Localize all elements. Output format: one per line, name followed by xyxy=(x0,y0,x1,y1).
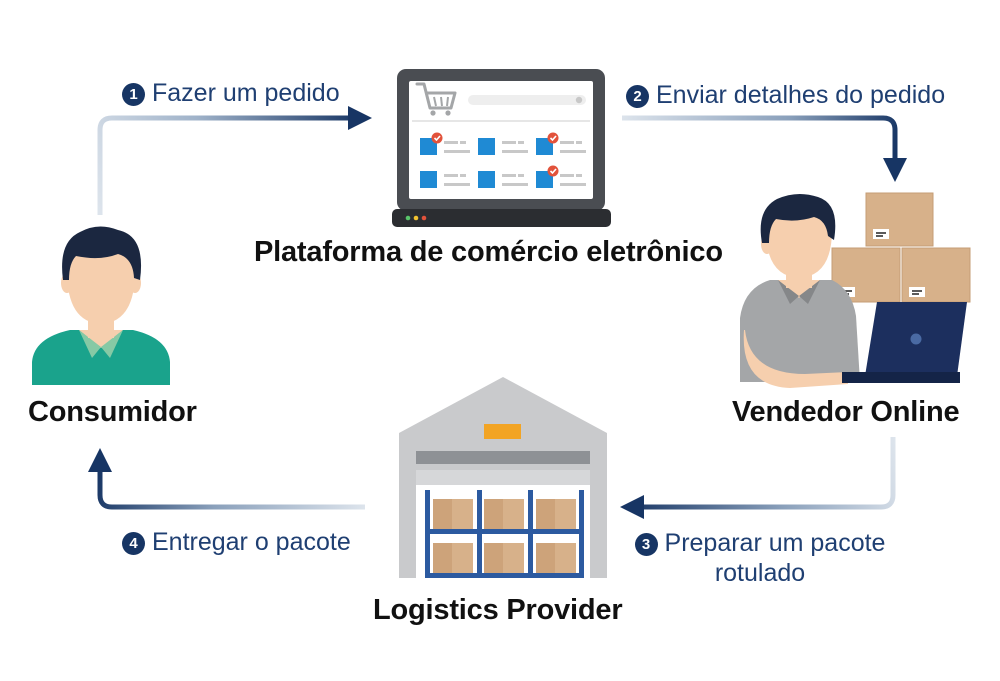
check-badge-icon xyxy=(431,132,559,177)
step-2-number: 2 xyxy=(626,85,649,108)
arrow-step-1 xyxy=(97,106,372,215)
step-2-label: 2 Enviar detalhes do pedido xyxy=(626,80,945,110)
shelf-boxes xyxy=(433,499,576,573)
seller-icon xyxy=(740,193,967,388)
logistics-label: Logistics Provider xyxy=(373,594,623,626)
step-3-text-line1: Preparar um pacote xyxy=(664,529,886,557)
arrow-step-3 xyxy=(620,437,896,519)
step-1-number: 1 xyxy=(122,83,145,106)
shopping-cart-icon xyxy=(415,82,457,116)
step-4-label: 4 Entregar o pacote xyxy=(122,527,351,557)
seller-label: Vendedor Online xyxy=(732,396,960,428)
step-4-text: Entregar o pacote xyxy=(152,528,351,556)
platform-label: Plataforma de comércio eletrônico xyxy=(254,236,723,268)
step-3-label: 3 Preparar um pacote rotulado xyxy=(622,528,898,588)
shelf-rack xyxy=(425,490,584,578)
step-1-text: Fazer um pedido xyxy=(152,79,340,107)
step-3-text-line2: rotulado xyxy=(714,559,806,587)
box-icon xyxy=(831,192,971,303)
laptop-icon xyxy=(392,69,611,227)
arrow-step-2 xyxy=(622,115,907,182)
arrow-step-4 xyxy=(88,448,365,510)
warehouse-icon xyxy=(399,377,607,578)
step-1-label: 1 Fazer um pedido xyxy=(122,78,340,108)
step-4-number: 4 xyxy=(122,532,145,555)
consumer-label: Consumidor xyxy=(28,396,197,428)
person-icon xyxy=(32,226,170,385)
laptop-icon xyxy=(842,302,967,383)
product-grid xyxy=(420,138,586,188)
step-3-number: 3 xyxy=(634,533,658,556)
step-2-text: Enviar detalhes do pedido xyxy=(656,81,946,109)
